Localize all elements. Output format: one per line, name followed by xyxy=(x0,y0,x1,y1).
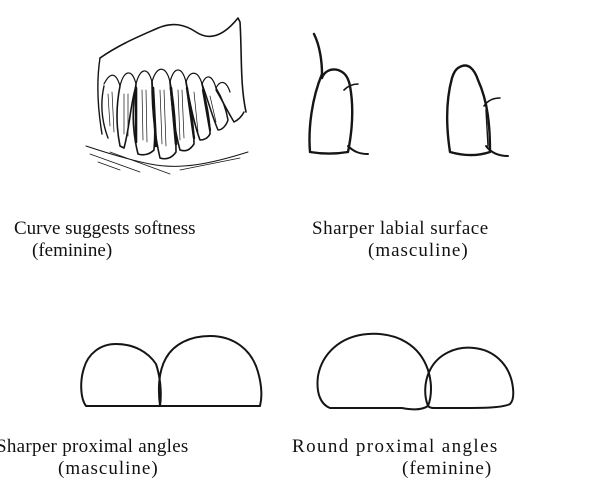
caption-line-2: (feminine) xyxy=(14,240,196,262)
proximal-tooth-right xyxy=(159,336,261,406)
caption-line-2: (feminine) xyxy=(292,458,499,480)
labial-profile-outlines xyxy=(300,28,530,178)
caption-curve-softness: Curve suggests softness (feminine) xyxy=(14,218,196,262)
caption-line-1: Round proximal angles xyxy=(292,436,499,458)
proximal-tooth-left xyxy=(81,344,161,406)
caption-line-1: Curve suggests softness xyxy=(14,218,196,240)
caption-round-proximal: Round proximal angles (feminine) xyxy=(292,436,499,480)
round-proximal-outlines xyxy=(312,326,526,414)
caption-line-1: Sharper proximal angles xyxy=(0,436,189,458)
round-tooth-right xyxy=(425,348,513,408)
caption-line-1: Sharper labial surface xyxy=(312,218,489,240)
caption-sharper-labial: Sharper labial surface (masculine) xyxy=(312,218,489,262)
caption-sharper-proximal: Sharper proximal angles (masculine) xyxy=(0,436,189,480)
round-tooth-left xyxy=(318,334,432,410)
anterior-teeth-sketch xyxy=(80,14,250,176)
labial-tooth-left xyxy=(310,34,353,154)
caption-line-2: (masculine) xyxy=(312,240,489,262)
caption-line-2: (masculine) xyxy=(0,458,189,480)
sharper-proximal-outlines xyxy=(76,328,268,414)
labial-tooth-right xyxy=(447,66,490,155)
